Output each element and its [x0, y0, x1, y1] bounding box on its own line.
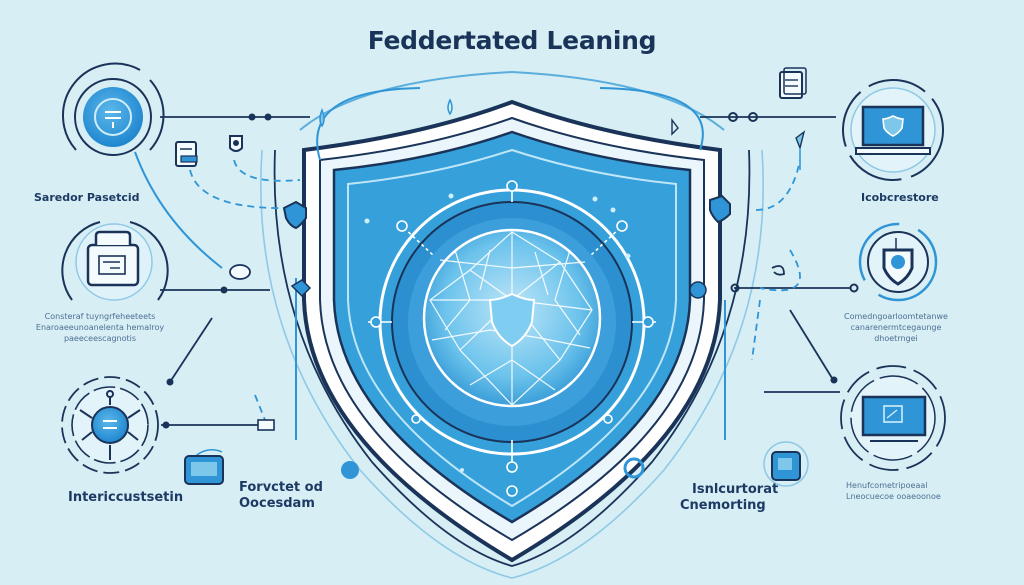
description-line: Lneocuecoe ooaeoonoe	[846, 491, 941, 501]
connector-lines	[160, 116, 850, 426]
label-bottom-center-right: Isnlcurtorat Cnemorting	[680, 482, 778, 515]
label-bottom-left: Intericcustsetin	[68, 490, 184, 505]
description-bottom-right: Henufcometripoeaal Lneocuecoe ooaeoonoe	[846, 481, 946, 503]
label-line: Forvctet od	[239, 480, 323, 495]
shield-badge-icon	[858, 222, 938, 302]
label-line: Isnlcurtorat	[692, 482, 779, 497]
card-device-icon	[184, 449, 224, 485]
description-mid-right: Comedngoarloomtetanwe canarenermtcegaung…	[826, 312, 966, 344]
description-line: dhoetrngei	[874, 333, 918, 343]
cloud-icon	[229, 264, 251, 280]
description-line: Comedngoarloomtetanwe	[844, 312, 948, 321]
secure-button-icon	[62, 62, 165, 156]
label-bottom-center-left: Forvctet od Oocesdam	[239, 480, 323, 513]
document-icon	[175, 141, 198, 167]
dashed-curves	[189, 159, 801, 421]
shield-small-icon	[282, 194, 731, 479]
monitor-chart-icon	[840, 365, 946, 471]
description-line: Enaroaeeunoanelenta hemalroy	[35, 322, 165, 332]
connector-dots	[162, 112, 859, 429]
pin-icon	[257, 265, 785, 431]
lock-tag-icon	[229, 135, 243, 152]
label-top-right: Icobcrestore	[861, 191, 939, 204]
outer-arcs	[260, 70, 764, 579]
description-line: canarenermtcegaunge	[850, 322, 942, 332]
page-title: Feddertated Leaning	[367, 26, 657, 55]
document-stack-icon	[779, 67, 807, 99]
description-line: Henufcometripoeaal	[846, 481, 928, 490]
label-line: Oocesdam	[239, 496, 315, 512]
description-line: paeeceescagnotis	[63, 333, 137, 343]
label-line: Cnemorting	[680, 498, 766, 514]
tablet-device-icon	[763, 441, 809, 487]
drop-icon	[319, 98, 806, 170]
description-mid-left: Consteraf tuyngrfeheeteets Enaroaeeunoan…	[20, 312, 180, 344]
laptop-shield-icon	[842, 79, 944, 181]
description-line: Consteraf tuyngrfeheeteets	[44, 312, 156, 321]
label-top-left: Saredor Pasetcid	[34, 191, 140, 204]
device-folder-icon	[61, 221, 169, 301]
globe	[364, 180, 656, 497]
network-hub-icon	[61, 376, 159, 474]
